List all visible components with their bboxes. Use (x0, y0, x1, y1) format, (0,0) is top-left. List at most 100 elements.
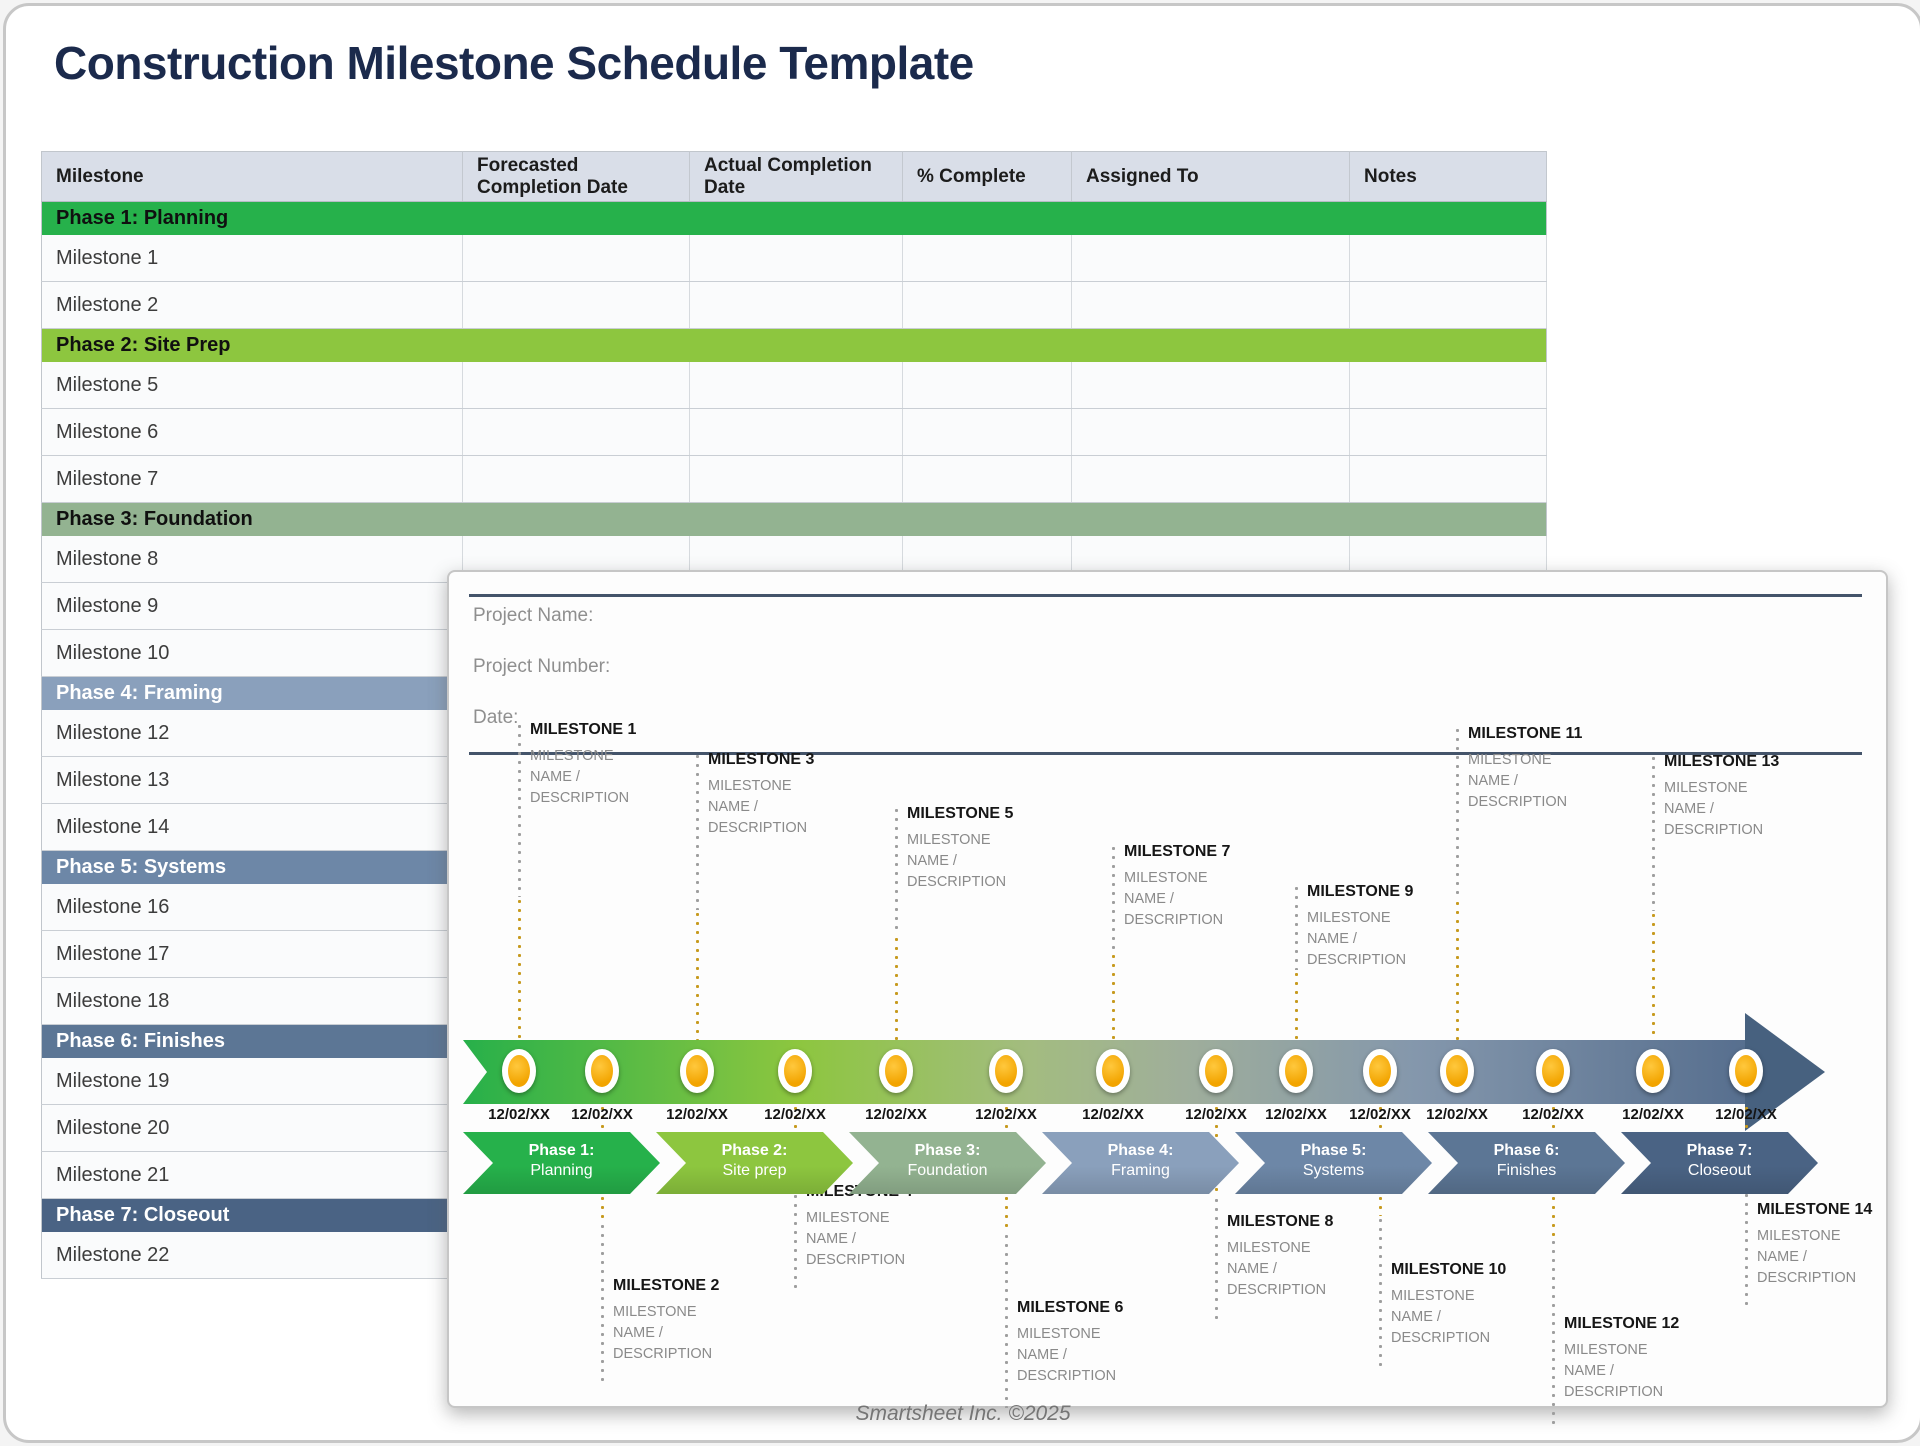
milestone-label-title: MILESTONE 14 (1757, 1201, 1873, 1218)
milestone-label-title: MILESTONE 1 (530, 721, 637, 738)
page-card: Construction Milestone Schedule Template… (3, 3, 1920, 1443)
phase-arrow-line2: Site prep (722, 1161, 787, 1179)
empty-data-cell[interactable] (1349, 362, 1547, 409)
milestone-name-cell[interactable]: Milestone 13 (41, 756, 463, 804)
milestone-marker (502, 1049, 536, 1093)
phase-row-label[interactable]: Phase 2: Site Prep (41, 328, 1547, 362)
empty-data-cell[interactable] (689, 281, 903, 329)
milestone-name-cell[interactable]: Milestone 19 (41, 1058, 463, 1105)
milestone-name-cell[interactable]: Milestone 12 (41, 710, 463, 757)
empty-data-cell[interactable] (1071, 235, 1350, 282)
empty-data-cell[interactable] (689, 362, 903, 409)
milestone-label: MILESTONE 14 MILESTONE NAME / DESCRIPTIO… (1757, 1201, 1917, 1289)
milestone-marker (989, 1049, 1023, 1093)
milestone-marker (1199, 1049, 1233, 1093)
empty-data-cell[interactable] (1349, 455, 1547, 503)
empty-data-cell[interactable] (902, 408, 1072, 456)
milestone-marker (778, 1049, 812, 1093)
milestone-date: 12/02/XX (1185, 1106, 1247, 1123)
milestone-label-title: MILESTONE 12 (1564, 1315, 1680, 1332)
milestone-name-cell[interactable]: Milestone 10 (41, 629, 463, 677)
table-header-cell: % Complete (902, 151, 1072, 202)
empty-data-cell[interactable] (462, 281, 690, 329)
empty-data-cell[interactable] (1349, 235, 1547, 282)
milestone-name-cell[interactable]: Milestone 1 (41, 235, 463, 282)
milestone-label-title: MILESTONE 10 (1391, 1261, 1507, 1278)
milestone-label-title: MILESTONE 3 (708, 751, 815, 768)
date-label: Date: (473, 707, 519, 728)
leader-line (518, 897, 521, 1040)
milestone-label-description: MILESTONE NAME / DESCRIPTION (1017, 1326, 1117, 1385)
milestone-row: Milestone 6 (41, 408, 1547, 456)
phase-arrow-line1: Phase 2: (721, 1142, 788, 1159)
leader-line (518, 722, 521, 897)
milestone-name-cell[interactable]: Milestone 9 (41, 582, 463, 630)
milestone-label-title: MILESTONE 5 (907, 805, 1014, 822)
phase-arrow-line2: Planning (530, 1161, 593, 1179)
milestone-name-cell[interactable]: Milestone 6 (41, 408, 463, 456)
milestone-name-cell[interactable]: Milestone 21 (41, 1151, 463, 1199)
empty-data-cell[interactable] (689, 235, 903, 282)
milestone-date: 12/02/XX (1349, 1106, 1411, 1123)
empty-data-cell[interactable] (902, 281, 1072, 329)
milestone-name-cell[interactable]: Milestone 16 (41, 884, 463, 931)
milestone-name-cell[interactable]: Milestone 8 (41, 536, 463, 583)
milestone-name-cell[interactable]: Milestone 20 (41, 1104, 463, 1152)
milestone-label: MILESTONE 12 MILESTONE NAME / DESCRIPTIO… (1564, 1315, 1724, 1403)
leader-line (1112, 952, 1115, 1040)
empty-data-cell[interactable] (1071, 362, 1350, 409)
milestone-name-cell[interactable]: Milestone 18 (41, 977, 463, 1025)
empty-data-cell[interactable] (1071, 281, 1350, 329)
milestone-name-cell[interactable]: Milestone 22 (41, 1232, 463, 1279)
table-header-cell: Actual Completion Date (689, 151, 903, 202)
empty-data-cell[interactable] (1349, 281, 1547, 329)
milestone-date: 12/02/XX (764, 1106, 826, 1123)
phase-arrow-line2: Framing (1111, 1161, 1170, 1179)
leader-line (1295, 884, 1298, 970)
empty-data-cell[interactable] (902, 362, 1072, 409)
milestone-date: 12/02/XX (1265, 1106, 1327, 1123)
empty-data-cell[interactable] (689, 408, 903, 456)
empty-data-cell[interactable] (1349, 408, 1547, 456)
table-header-cell: Notes (1349, 151, 1547, 202)
milestone-date: 12/02/XX (975, 1106, 1037, 1123)
milestone-name-cell[interactable]: Milestone 7 (41, 455, 463, 503)
milestone-label-description: MILESTONE NAME / DESCRIPTION (1564, 1342, 1664, 1401)
footer-text: Smartsheet Inc. ©2025 (855, 1402, 1071, 1425)
empty-data-cell[interactable] (462, 455, 690, 503)
phase-row-label[interactable]: Phase 3: Foundation (41, 502, 1547, 536)
milestone-label: MILESTONE 1 MILESTONE NAME / DESCRIPTION (530, 721, 690, 809)
empty-data-cell[interactable] (902, 235, 1072, 282)
empty-data-cell[interactable] (462, 362, 690, 409)
phase-row-label[interactable]: Phase 1: Planning (41, 201, 1547, 235)
leader-line (794, 1183, 797, 1292)
empty-data-cell[interactable] (902, 455, 1072, 503)
milestone-name-cell[interactable]: Milestone 2 (41, 281, 463, 329)
empty-data-cell[interactable] (1071, 455, 1350, 503)
milestone-label: MILESTONE 4 MILESTONE NAME / DESCRIPTION (806, 1183, 966, 1271)
page-title: Construction Milestone Schedule Template (54, 37, 974, 89)
phase-arrow: Phase 7: Closeout (1621, 1132, 1818, 1194)
empty-data-cell[interactable] (689, 455, 903, 503)
milestone-name-cell[interactable]: Milestone 17 (41, 930, 463, 978)
milestone-label-description: MILESTONE NAME / DESCRIPTION (1307, 910, 1407, 969)
milestone-label-description: MILESTONE NAME / DESCRIPTION (806, 1210, 906, 1269)
phase-arrow-line2: Systems (1302, 1161, 1365, 1179)
empty-data-cell[interactable] (462, 408, 690, 456)
bottom-rule (469, 752, 1862, 755)
empty-data-cell[interactable] (462, 235, 690, 282)
milestone-label-title: MILESTONE 8 (1227, 1213, 1334, 1230)
leader-line (1745, 1191, 1748, 1310)
milestone-marker (1636, 1049, 1670, 1093)
phase-arrow: Phase 5: Systems (1235, 1132, 1432, 1194)
phase-arrow-line1: Phase 6: (1493, 1142, 1560, 1159)
milestone-label: MILESTONE 2 MILESTONE NAME / DESCRIPTION (613, 1277, 773, 1365)
empty-data-cell[interactable] (1071, 408, 1350, 456)
milestone-label-title: MILESTONE 11 (1468, 725, 1583, 742)
milestone-marker (1536, 1049, 1570, 1093)
milestone-row: Milestone 5 (41, 362, 1547, 409)
milestone-name-cell[interactable]: Milestone 14 (41, 803, 463, 851)
milestone-name-cell[interactable]: Milestone 5 (41, 362, 463, 409)
milestone-label: MILESTONE 6 MILESTONE NAME / DESCRIPTION (1017, 1299, 1177, 1387)
milestone-date: 12/02/XX (488, 1106, 550, 1123)
